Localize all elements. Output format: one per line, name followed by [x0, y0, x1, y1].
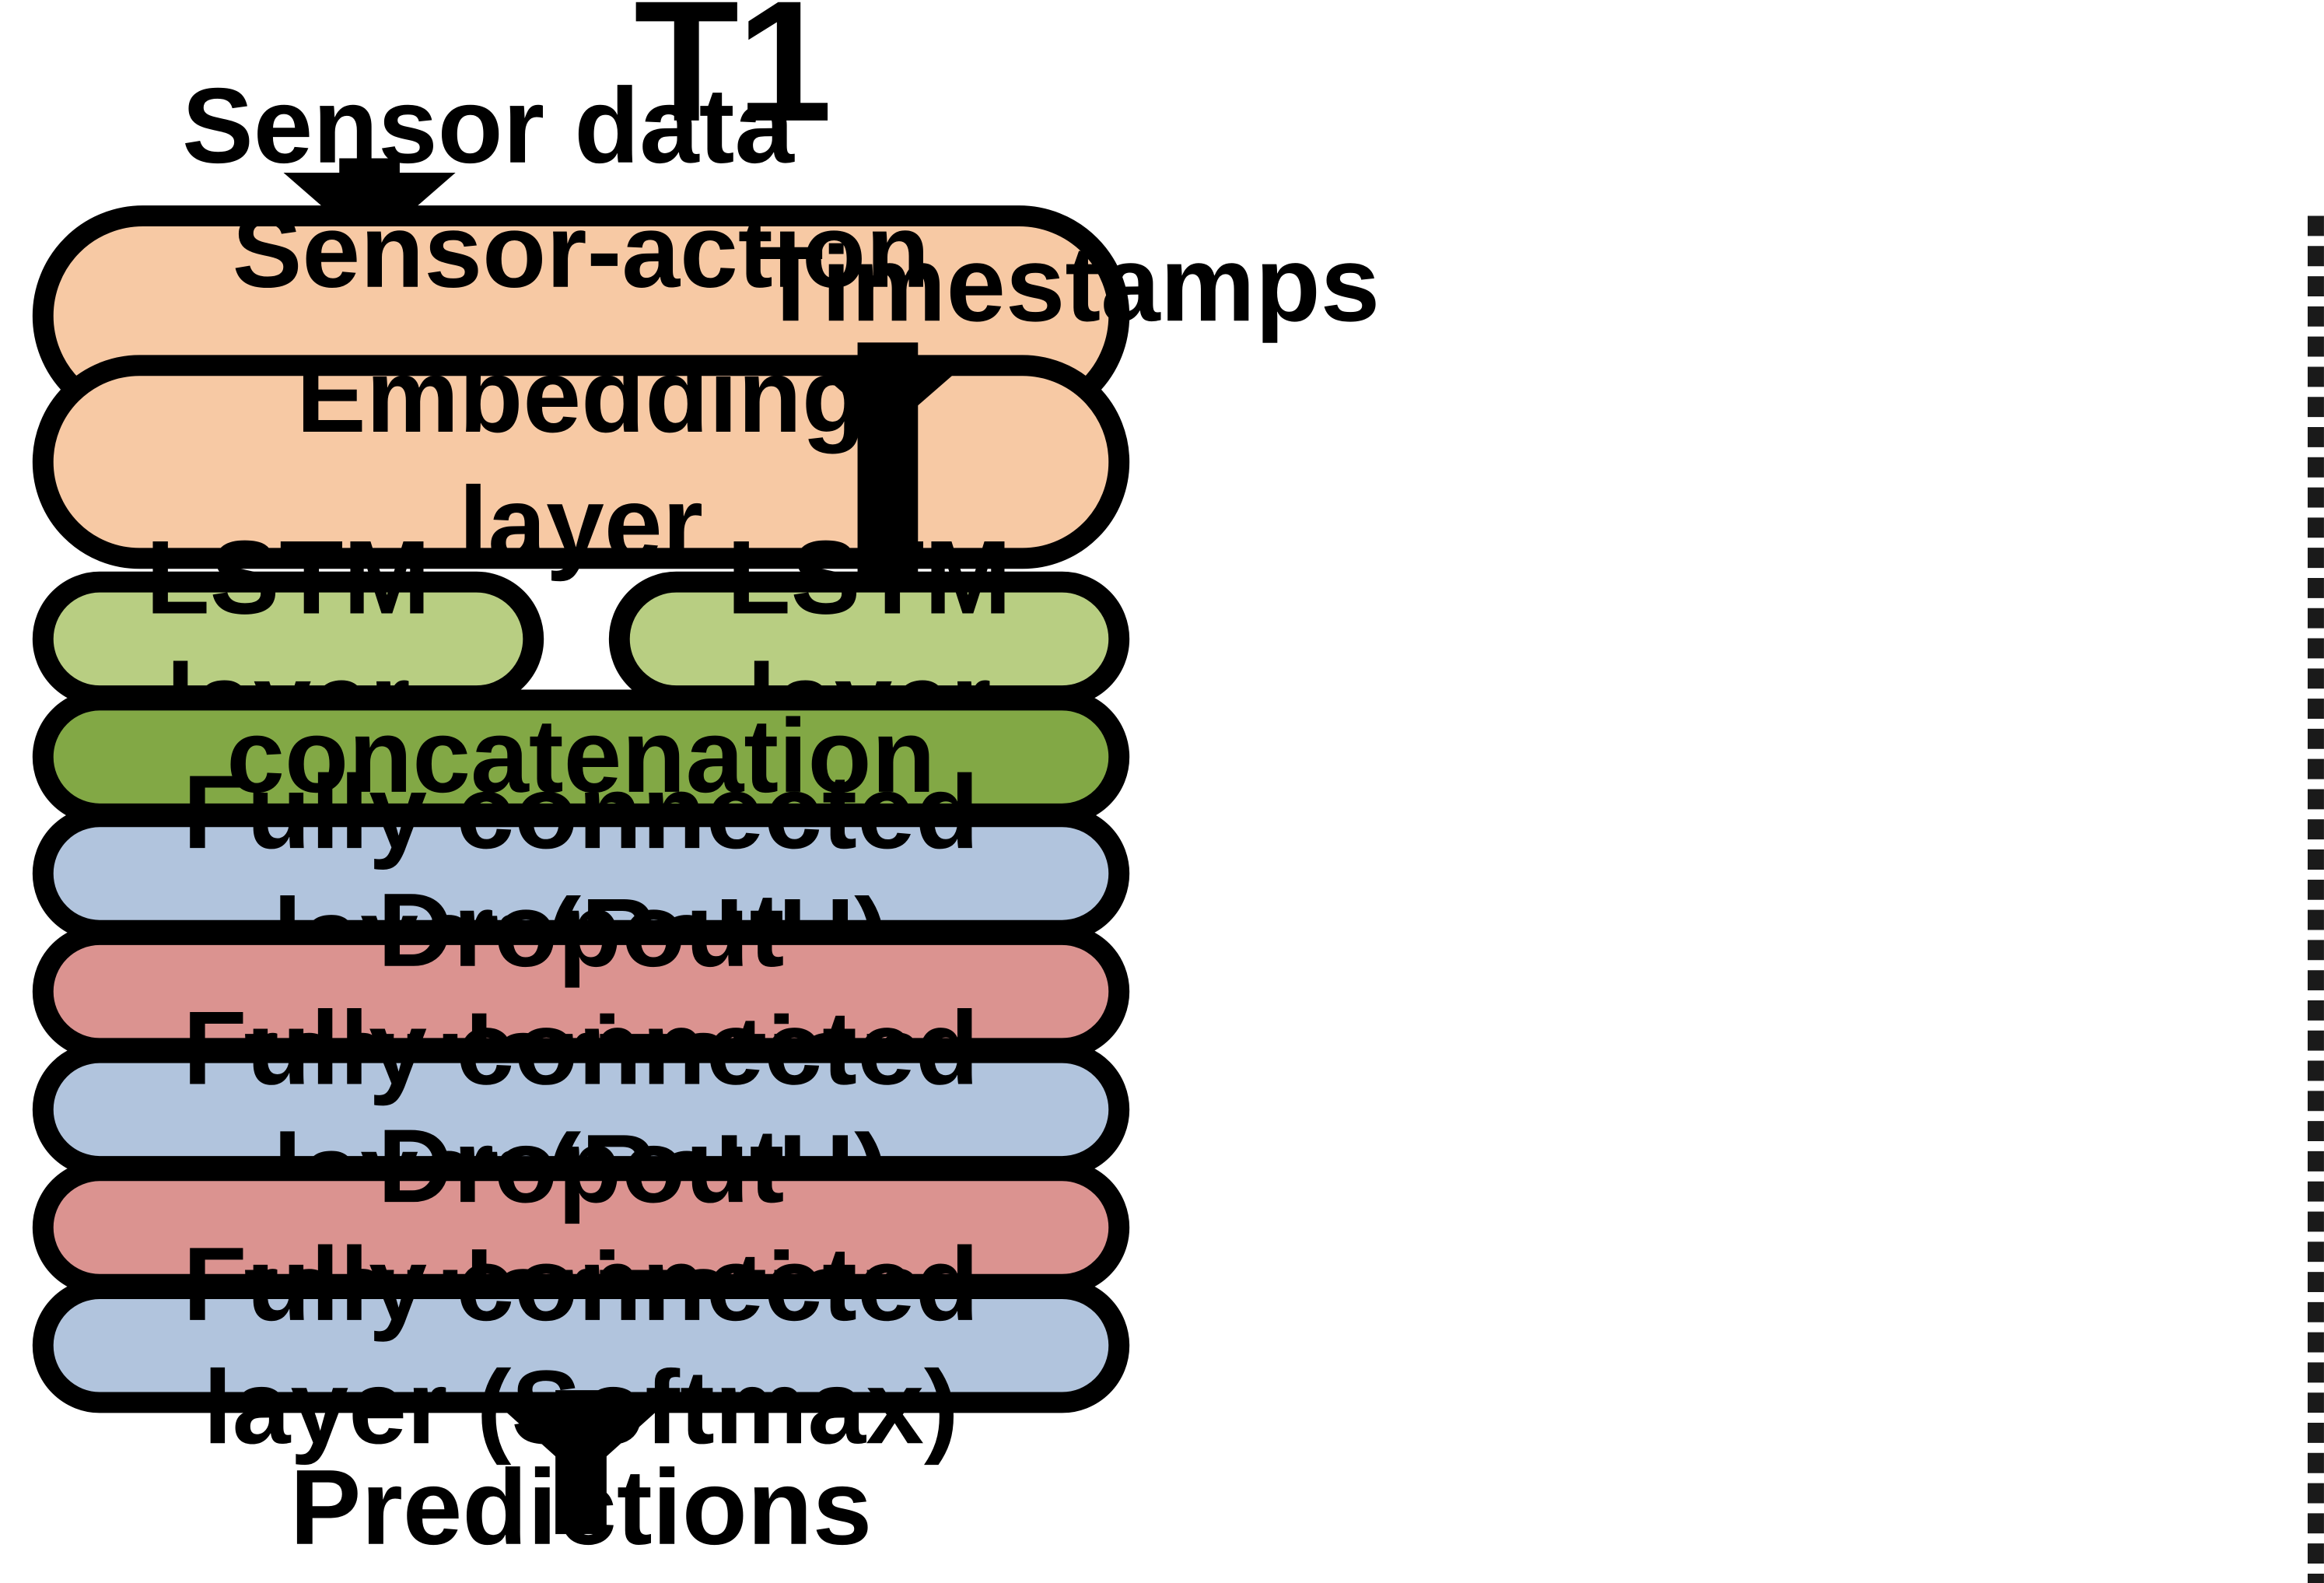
node-label: concatenation: [226, 697, 936, 817]
output-label-predictions-t1: Predictions: [289, 1446, 873, 1567]
column-divider-t1-t2: [2308, 215, 2324, 1583]
column-title-t1: T1: [634, 0, 832, 158]
arrow-timestamps-t1: [783, 342, 992, 590]
node-label: Embedding layer: [296, 336, 866, 583]
input-label-sensor-data-t1: Sensor data: [182, 65, 794, 186]
node-lstm-layer-timestamps-t1: LSTM layer: [608, 518, 1130, 760]
node-lstm-layer-sensor-t1: LSTM layer: [32, 518, 544, 760]
arrow-predictions-t1: [477, 1390, 686, 1535]
input-label-timestamps-t1: Timestamps: [758, 222, 1381, 345]
